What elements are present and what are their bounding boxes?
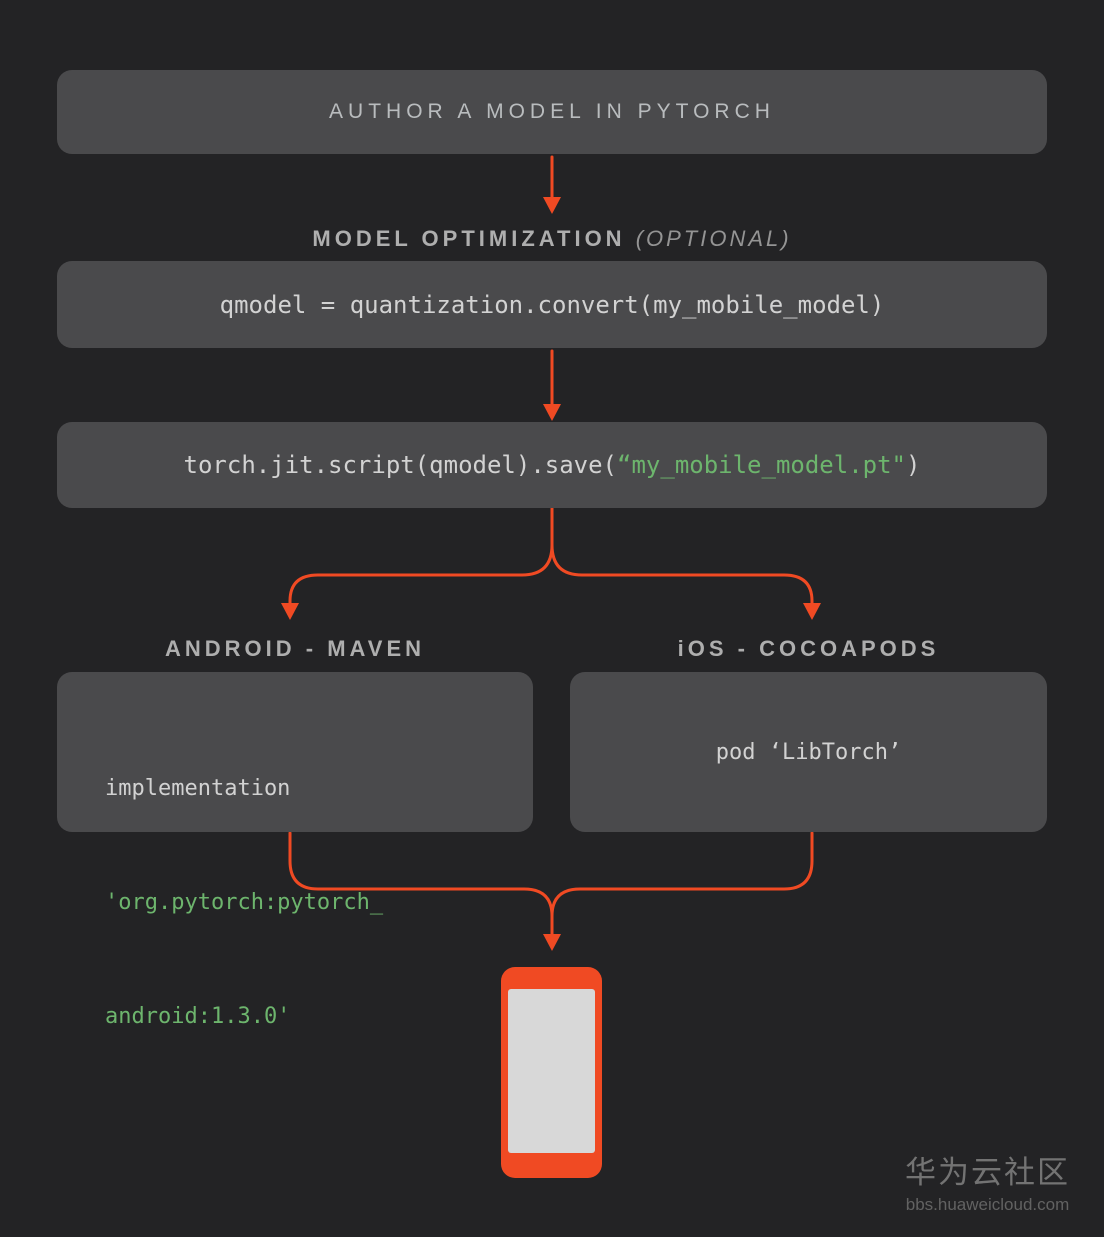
author-model-title: AUTHOR A MODEL IN PYTORCH [329, 100, 775, 123]
save-code-suffix: ) [906, 451, 921, 479]
android-maven-box [57, 672, 533, 832]
save-code-prefix: torch.jit.script(qmodel).save( [183, 451, 618, 479]
watermark-subtitle: bbs.huaweicloud.com [905, 1195, 1070, 1214]
author-model-box: AUTHOR A MODEL IN PYTORCH [57, 70, 1047, 154]
torchscript-save-code: torch.jit.script(qmodel).save(“my_mobile… [184, 451, 921, 479]
model-optimization-label: MODEL OPTIMIZATION (OPTIONAL) [0, 226, 1104, 252]
quantization-code-box: qmodel = quantization.convert(my_mobile_… [57, 261, 1047, 348]
model-optimization-optional-note: (OPTIONAL) [635, 226, 792, 251]
ios-pod-code: pod ‘LibTorch’ [715, 739, 902, 765]
watermark-title: 华为云社区 [905, 1155, 1070, 1190]
branch-right-ios [550, 507, 814, 606]
watermark: 华为云社区 bbs.huaweicloud.com [905, 1147, 1070, 1215]
android-code-line2: 'org.pytorch:pytorch_ [105, 890, 384, 915]
model-optimization-heading: MODEL OPTIMIZATION [312, 226, 636, 251]
ios-cocoapods-box: pod ‘LibTorch’ [570, 672, 1047, 832]
quantization-code: qmodel = quantization.convert(my_mobile_… [219, 290, 885, 319]
android-code-line3: android:1.3.0' [105, 1004, 291, 1029]
save-code-string: “my_mobile_model.pt" [617, 451, 906, 479]
android-code-line1: implementation [105, 776, 291, 801]
ios-cocoapods-label: iOS - COCOAPODS [677, 636, 940, 661]
torchscript-save-box: torch.jit.script(qmodel).save(“my_mobile… [57, 422, 1047, 508]
branch-left-android [288, 507, 554, 606]
mobile-phone-icon [501, 967, 602, 1178]
merge-right-ios [550, 831, 814, 937]
android-gradle-code: implementation 'org.pytorch:pytorch_ and… [105, 694, 383, 1112]
android-maven-label: ANDROID - MAVEN [164, 636, 426, 661]
phone-screen [508, 989, 595, 1153]
